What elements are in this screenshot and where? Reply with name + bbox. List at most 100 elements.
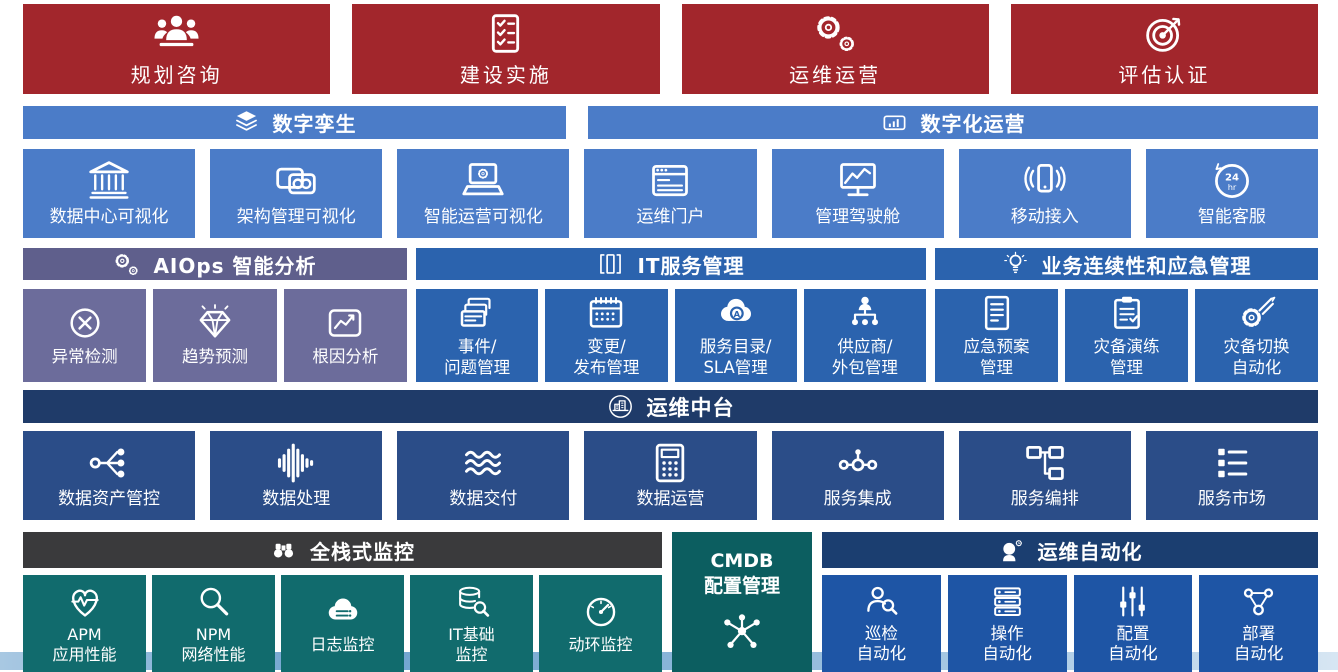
tile-datacenter-visualization[interactable]: 数据中心可视化 xyxy=(23,149,196,238)
chart-box-icon xyxy=(325,303,365,343)
tile-dr-drill-management[interactable]: 灾备演练 管理 xyxy=(1065,289,1188,382)
heartbeat-icon xyxy=(66,583,104,621)
tile-dr-switch-automation[interactable]: 灾备切换 自动化 xyxy=(1195,289,1318,382)
branch-share-icon xyxy=(87,441,131,485)
header-ops-middle-platform[interactable]: 运维中台 xyxy=(23,390,1318,423)
signal-icon xyxy=(881,109,908,136)
building-circle-icon xyxy=(607,393,634,420)
tile-data-asset-governance[interactable]: 数据资产管控 xyxy=(23,431,196,520)
tile-label: 动环监控 xyxy=(568,634,633,654)
binoculars-icon xyxy=(270,537,297,564)
tile-trend-prediction[interactable]: 趋势预测 xyxy=(153,289,277,382)
tile-label: 异常检测 xyxy=(51,347,118,367)
banner-operations[interactable]: 运维运营 xyxy=(681,4,989,94)
x-circle-icon xyxy=(65,303,105,343)
server-stack-icon xyxy=(989,583,1026,620)
tile-data-delivery[interactable]: 数据交付 xyxy=(397,431,570,520)
banner-construction-implementation[interactable]: 建设实施 xyxy=(352,4,660,94)
tile-label: 日志监控 xyxy=(310,634,375,654)
tile-smart-customer-service[interactable]: 智能客服 xyxy=(1145,149,1318,238)
tile-label: 数据运营 xyxy=(636,489,705,510)
calculator-icon xyxy=(648,441,692,485)
checklist-icon xyxy=(483,11,528,56)
gem-icon xyxy=(195,303,235,343)
header-label: 全栈式监控 xyxy=(310,539,415,564)
tile-emergency-plan-management[interactable]: 应急预案 管理 xyxy=(935,289,1058,382)
tile-label: 数据交付 xyxy=(449,489,518,510)
tile-label: 灾备演练 管理 xyxy=(1093,337,1160,377)
banner-planning-consulting[interactable]: 规划咨询 xyxy=(23,4,331,94)
tile-apm[interactable]: APM 应用性能 xyxy=(23,575,146,672)
head-gear-icon xyxy=(998,537,1025,564)
tile-service-market[interactable]: 服务市场 xyxy=(1145,431,1318,520)
cmdb-label: CMDB 配置管理 xyxy=(703,550,780,597)
deploy-nodes-icon xyxy=(1240,583,1277,620)
waveform-icon xyxy=(274,441,318,485)
header-digital-twin[interactable]: 数字孪生 xyxy=(23,106,566,139)
tile-label: 智能客服 xyxy=(1197,207,1266,228)
tile-deployment-automation[interactable]: 部署 自动化 xyxy=(1199,575,1318,672)
analysis-header-row: AIOps 智能分析 IT服务管理 业务连续性和应急管理 xyxy=(23,248,1318,280)
tile-inspection-automation[interactable]: 巡检 自动化 xyxy=(822,575,941,672)
tile-label: 事件/ 问题管理 xyxy=(444,337,511,377)
sliders-icon xyxy=(1114,583,1151,620)
banner-label: 运维运营 xyxy=(789,62,882,87)
layers-icon xyxy=(233,109,260,136)
tile-data-processing[interactable]: 数据处理 xyxy=(210,431,383,520)
tile-label: NPM 网络性能 xyxy=(181,624,246,664)
phone-icon xyxy=(1023,159,1067,203)
tile-npm[interactable]: NPM 网络性能 xyxy=(152,575,275,672)
monitoring-tile-row: APM 应用性能 NPM 网络性能 日志监控 IT基础 监控 动环监控 xyxy=(23,575,662,672)
banner-label: 建设实施 xyxy=(459,62,552,87)
header-digital-operations[interactable]: 数字化运营 xyxy=(588,106,1318,139)
banner-evaluation-certification[interactable]: 评估认证 xyxy=(1010,4,1318,94)
tile-label: 应急预案 管理 xyxy=(963,337,1030,377)
document-icon xyxy=(977,293,1017,333)
tile-operation-automation[interactable]: 操作 自动化 xyxy=(947,575,1067,672)
tile-data-operations[interactable]: 数据运营 xyxy=(584,431,757,520)
gears-icon xyxy=(113,251,140,278)
banner-label: 规划咨询 xyxy=(130,62,223,87)
molecule-nodes-icon xyxy=(720,611,764,655)
people-icon xyxy=(154,11,199,56)
header-business-continuity[interactable]: 业务连续性和应急管理 xyxy=(935,248,1318,280)
tile-intelligent-ops-visualization[interactable]: 智能运营可视化 xyxy=(397,149,570,238)
node-chain-icon xyxy=(836,441,880,485)
cloud-server-icon xyxy=(324,593,362,631)
tile-vendor-outsourcing-management[interactable]: 供应商/ 外包管理 xyxy=(803,289,926,382)
midplatform-header-row: 运维中台 xyxy=(23,390,1318,423)
laptop-icon xyxy=(461,159,505,203)
tile-it-infrastructure-monitoring[interactable]: IT基础 监控 xyxy=(410,575,533,672)
tile-service-integration[interactable]: 服务集成 xyxy=(771,431,944,520)
tile-anomaly-detection[interactable]: 异常检测 xyxy=(23,289,147,382)
tile-log-monitoring[interactable]: 日志监控 xyxy=(281,575,404,672)
header-ops-automation[interactable]: 运维自动化 xyxy=(822,532,1318,568)
tile-root-cause-analysis[interactable]: 根因分析 xyxy=(283,289,407,382)
tile-management-cockpit[interactable]: 管理驾驶舱 xyxy=(771,149,944,238)
tile-label: APM 应用性能 xyxy=(52,624,117,664)
tile-label: 服务目录/ SLA管理 xyxy=(699,337,772,377)
tile-incident-problem-management[interactable]: 事件/ 问题管理 xyxy=(416,289,539,382)
tile-change-release-management[interactable]: 变更/ 发布管理 xyxy=(545,289,668,382)
tile-service-orchestration[interactable]: 服务编排 xyxy=(958,431,1131,520)
tile-label: 移动接入 xyxy=(1010,207,1079,228)
tile-configuration-automation[interactable]: 配置 自动化 xyxy=(1073,575,1193,672)
tile-environment-monitoring[interactable]: 动环监控 xyxy=(539,575,662,672)
header-it-service-management[interactable]: IT服务管理 xyxy=(416,248,926,280)
cloud-a-icon xyxy=(716,293,756,333)
bcm-tile-group: 应急预案 管理 灾备演练 管理 灾备切换 自动化 xyxy=(935,289,1318,382)
24hr-icon xyxy=(1210,159,1254,203)
tile-label: 巡检 自动化 xyxy=(856,623,907,663)
cmdb-configuration-block[interactable]: CMDB 配置管理 xyxy=(672,532,812,672)
midplatform-tile-row: 数据资产管控 数据处理 数据交付 数据运营 服务集成 服务编排 服务市场 xyxy=(23,431,1318,520)
tile-mobile-access[interactable]: 移动接入 xyxy=(958,149,1131,238)
tile-architecture-visualization[interactable]: 架构管理可视化 xyxy=(210,149,383,238)
tile-ops-portal[interactable]: 运维门户 xyxy=(584,149,757,238)
banner-label: 评估认证 xyxy=(1118,62,1211,87)
header-fullstack-monitoring[interactable]: 全栈式监控 xyxy=(23,532,662,568)
waves-icon xyxy=(461,441,505,485)
header-aiops[interactable]: AIOps 智能分析 xyxy=(23,248,407,280)
tile-label: 部署 自动化 xyxy=(1233,623,1284,663)
tile-catalog-sla-management[interactable]: 服务目录/ SLA管理 xyxy=(674,289,797,382)
